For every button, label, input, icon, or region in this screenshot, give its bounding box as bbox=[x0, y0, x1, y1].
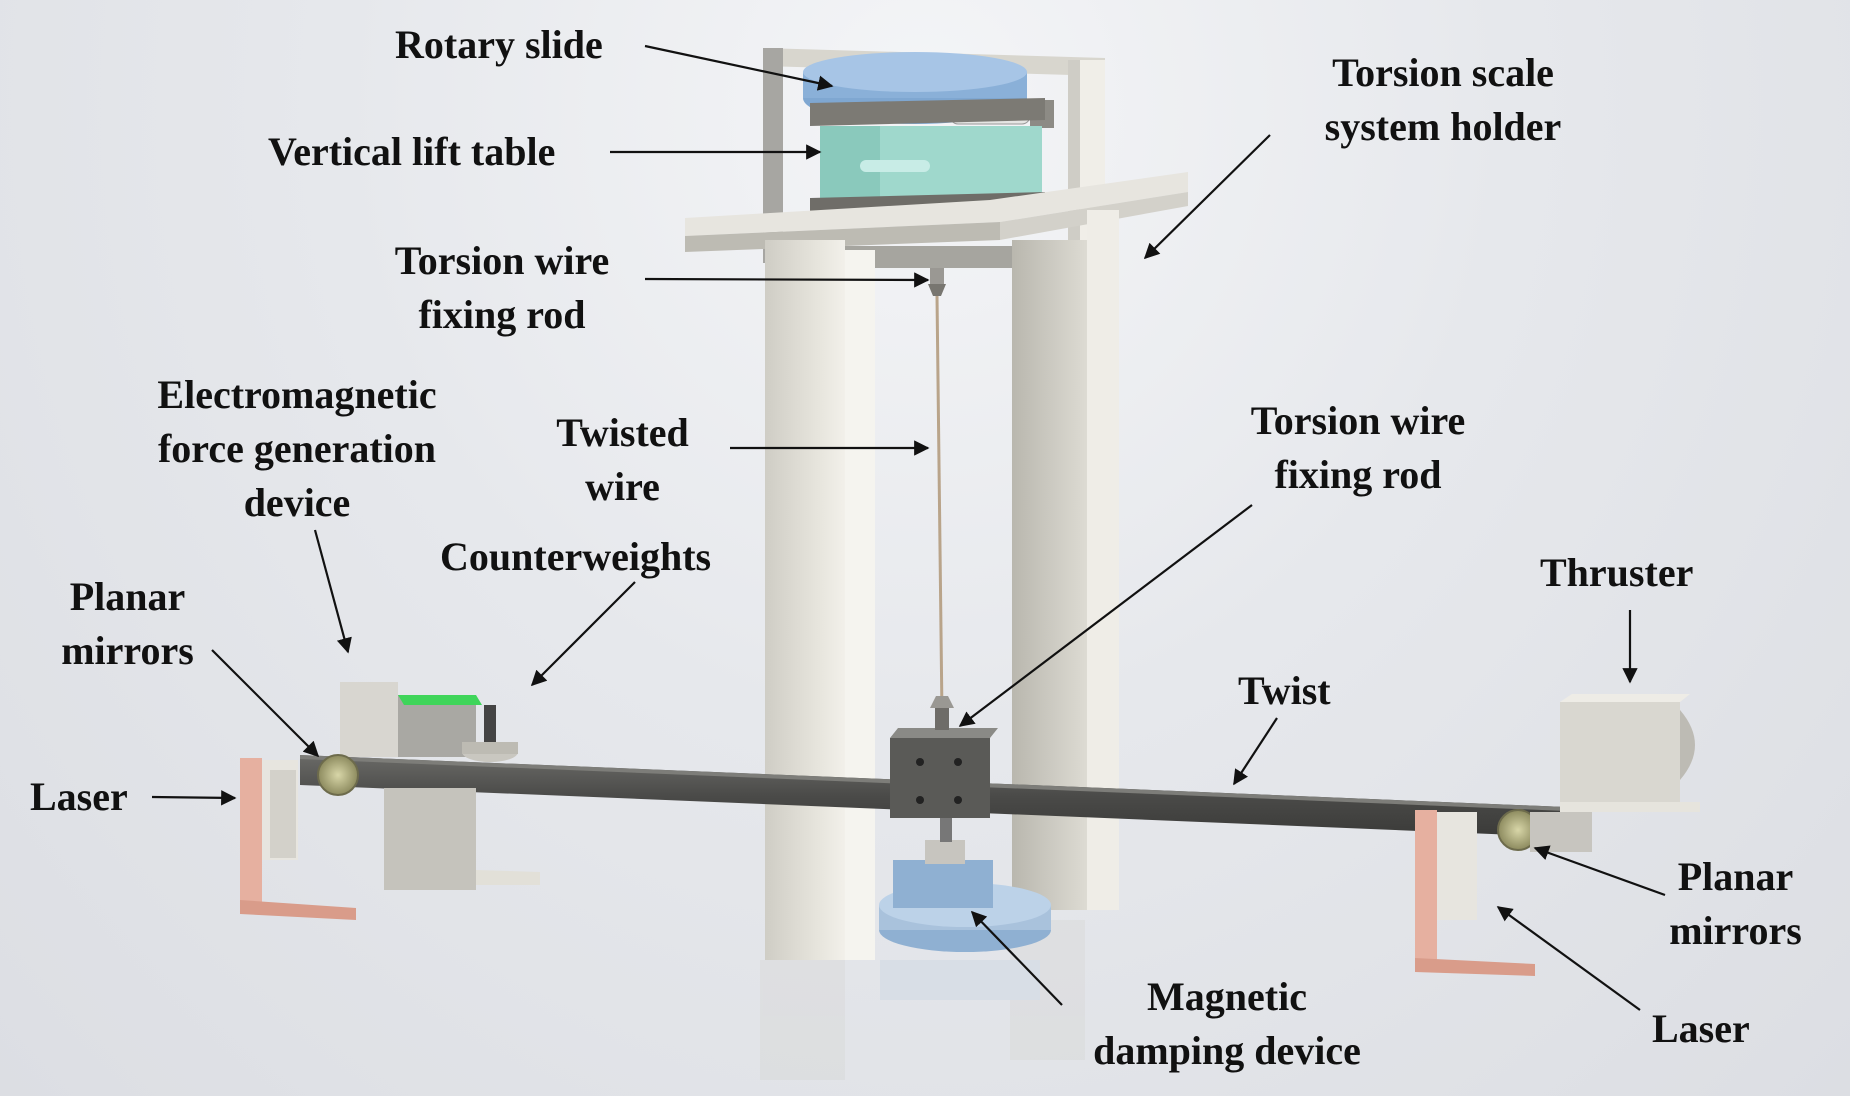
annotation-arrows bbox=[151, 44, 1666, 1011]
arrow-holder bbox=[1143, 134, 1271, 260]
thruster bbox=[1560, 694, 1700, 812]
twisted-wire-line bbox=[935, 295, 944, 716]
label-em-device: Electromagnetic force generation device bbox=[157, 372, 437, 525]
label-laser-left: Laser bbox=[30, 774, 128, 819]
label-fixing-rod-bottom: Torsion wire fixing rod bbox=[1250, 398, 1466, 497]
arrow-laser-right bbox=[1496, 906, 1641, 1011]
label-laser-right: Laser bbox=[1652, 1006, 1750, 1051]
left-planar-mirror bbox=[317, 754, 359, 796]
arrow-laser-left bbox=[151, 790, 237, 806]
arrow-counterweights bbox=[530, 581, 636, 687]
arrow-rotary-slide bbox=[644, 44, 834, 91]
label-rotary-slide: Rotary slide bbox=[395, 22, 603, 67]
arrow-fixing-rod-bottom bbox=[958, 504, 1253, 727]
label-planar-mirrors-left: Planar mirrors bbox=[61, 574, 194, 673]
em-device bbox=[340, 682, 540, 890]
arrow-fixing-rod-top bbox=[644, 272, 930, 288]
right-laser-bracket bbox=[1415, 810, 1535, 976]
center-hub bbox=[890, 696, 998, 818]
arrow-twist bbox=[1233, 717, 1278, 786]
label-magnetic-damping: Magnetic damping device bbox=[1093, 974, 1361, 1073]
arrow-mirror-right bbox=[1533, 845, 1666, 897]
top-fixing-rod bbox=[928, 268, 946, 296]
vertical-lift-table bbox=[810, 98, 1045, 214]
arrow-mirror-left bbox=[211, 649, 320, 758]
label-counterweights: Counterweights bbox=[440, 534, 712, 579]
arrow-em-device bbox=[313, 529, 352, 654]
right-mirror-mount bbox=[1530, 812, 1592, 852]
label-fixing-rod-top: Torsion wire fixing rod bbox=[394, 238, 610, 337]
arrow-damping bbox=[970, 910, 1063, 1006]
label-twisted-wire: Twisted wire bbox=[556, 410, 689, 509]
left-pillar bbox=[765, 240, 875, 960]
label-holder: Torsion scale system holder bbox=[1324, 50, 1562, 149]
left-laser-bracket bbox=[240, 758, 356, 920]
label-vertical-lift-table: Vertical lift table bbox=[268, 129, 556, 174]
counterweight bbox=[462, 705, 518, 762]
magnetic-damping-device bbox=[879, 818, 1051, 952]
label-planar-mirrors-right: Planar mirrors bbox=[1669, 854, 1802, 953]
label-twist: Twist bbox=[1238, 668, 1331, 713]
label-thruster: Thruster bbox=[1540, 550, 1694, 595]
